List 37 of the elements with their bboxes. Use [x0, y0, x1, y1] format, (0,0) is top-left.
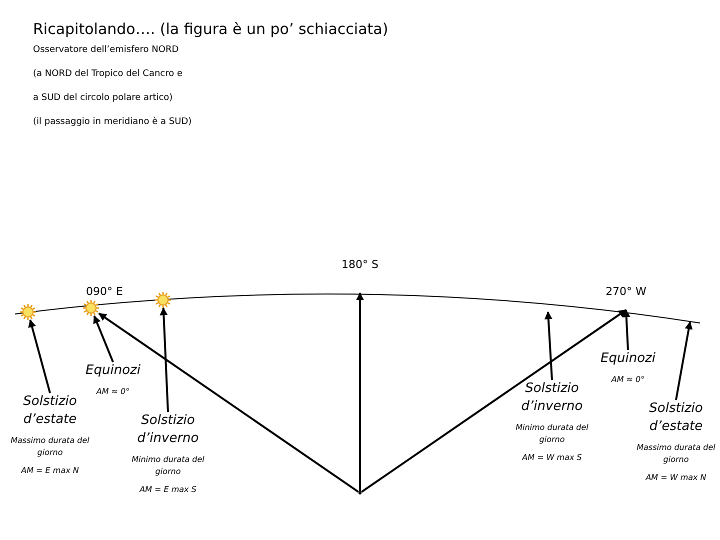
- note: Osservatore dell’emisfero NORD: [33, 45, 179, 55]
- event-label: Equinozi: [84, 362, 142, 380]
- note: Massimo durata del giorno: [636, 442, 716, 466]
- note: AM = W max S: [520, 452, 583, 464]
- event-label: Solstizio d’inverno: [520, 380, 584, 416]
- leader-arrow: [93, 315, 114, 362]
- leader-arrow: [160, 307, 169, 412]
- note: Massimo durata del giorno: [10, 435, 90, 459]
- sun-icon: [20, 304, 36, 320]
- note: Minimo durata del giorno: [514, 422, 590, 446]
- note: (il passaggio in meridiano è a SUD): [33, 117, 192, 127]
- observer-point: [358, 492, 362, 494]
- note: AM = E max N: [20, 465, 80, 477]
- leader-arrow: [675, 321, 693, 400]
- arrow: [356, 292, 364, 492]
- leader-arrow: [544, 311, 553, 380]
- title: Ricapitolando…. (la figura è un po’ schiacciata): [33, 20, 388, 38]
- sun-icon: [83, 300, 99, 316]
- sun-icon: [155, 292, 171, 308]
- arrow: [360, 309, 627, 493]
- direction-label: 090° E: [86, 285, 123, 298]
- event-label: Solstizio d’estate: [22, 393, 78, 429]
- note: a SUD del circolo polare artico): [33, 93, 173, 103]
- note: AM = W max N: [644, 472, 708, 484]
- event-label: Solstizio d’inverno: [136, 412, 200, 448]
- note: (a NORD del Tropico del Cancro e: [33, 69, 183, 79]
- arrow: [98, 312, 360, 493]
- note: AM ≈ 0°: [610, 374, 646, 386]
- direction-label: 180° S: [340, 258, 380, 272]
- note: AM ≈ 0°: [95, 386, 131, 398]
- event-label: Solstizio d’estate: [648, 400, 704, 436]
- direction-label: 270° W: [604, 285, 648, 299]
- note: Minimo durata del giorno: [130, 454, 206, 478]
- leader-arrow: [28, 319, 51, 394]
- event-label: Equinozi: [600, 350, 656, 368]
- note: AM = E max S: [138, 484, 198, 496]
- leader-arrow: [622, 309, 630, 350]
